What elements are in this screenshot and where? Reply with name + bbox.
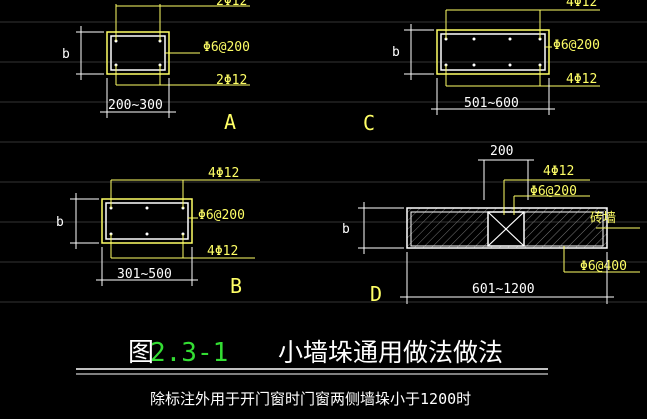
panel-a-stirrup: Φ6@200 (203, 40, 250, 55)
panel-c-width-dim: 501~600 (464, 96, 519, 111)
panel-b-bar (145, 232, 149, 236)
panel-c-bar (508, 63, 512, 67)
panel-a-label: A (224, 110, 236, 134)
panel-a-width-dim: 200~300 (108, 98, 163, 113)
panel-d-stirrup: Φ6@200 (530, 184, 577, 199)
panel-b-stirrup: Φ6@200 (198, 208, 245, 223)
panel-a-height-dim: b (62, 47, 70, 62)
panel-b-bar (145, 206, 149, 210)
background-grid (0, 21, 647, 303)
panel-d-side-stirrup: Φ6@400 (580, 259, 627, 274)
panel-b-hoop (105, 202, 189, 240)
panel-c-section (436, 29, 550, 75)
panel-a: 2Φ12 Φ6@200 2Φ12 b 200~300 A (62, 0, 250, 134)
panel-d-label: D (370, 282, 382, 306)
panel-d-height-dim: b (342, 222, 350, 237)
panel-c-label: C (363, 111, 375, 135)
panel-a-bottom-bars: 2Φ12 (216, 73, 247, 88)
panel-b: 4Φ12 Φ6@200 4Φ12 b 301~500 B (56, 166, 260, 298)
caption-number: 2.3-1 (150, 338, 228, 368)
caption-prefix: 图 (128, 338, 154, 368)
panel-b-height-dim: b (56, 215, 64, 230)
panel-c-bottom-bars: 4Φ12 (566, 72, 597, 87)
panel-d-top-dim: 200 (490, 144, 513, 159)
panel-b-section (101, 198, 193, 244)
panel-d-left-stirrup (410, 211, 489, 247)
panel-b-width-dim: 301~500 (117, 267, 172, 282)
panel-c-bar (472, 37, 476, 41)
caption: 图 2.3-1 小墙垛通用做法做法 除标注外用于开门窗时门窗两侧墙垛小于1200… (76, 338, 548, 408)
panel-c-bar (472, 63, 476, 67)
panel-d-brick-label: 砖墙 (590, 211, 616, 226)
panel-b-top-bars: 4Φ12 (208, 166, 239, 181)
panel-a-top-bars: 2Φ12 (216, 0, 247, 9)
panel-d-top-bars: 4Φ12 (543, 164, 574, 179)
caption-title: 小墙垛通用做法做法 (278, 338, 503, 367)
panel-c: 4Φ12 Φ6@200 4Φ12 b 501~600 C (363, 0, 600, 135)
panel-c-bar (508, 37, 512, 41)
panel-c-stirrup: Φ6@200 (553, 38, 600, 53)
panel-b-label: B (230, 274, 242, 298)
panel-c-hoop (440, 33, 546, 71)
panel-c-height-dim: b (392, 45, 400, 60)
panel-d: 200 4Φ12 Φ6@200 砖墙 Φ6@400 b 601~1200 (342, 144, 640, 306)
panel-b-bottom-bars: 4Φ12 (207, 244, 238, 259)
panel-c-top-bars: 4Φ12 (566, 0, 597, 10)
panel-d-width-dim: 601~1200 (472, 282, 535, 297)
caption-note: 除标注外用于开门窗时门窗两侧墙垛小于1200时 (150, 390, 471, 408)
panel-a-hoop (110, 35, 166, 71)
